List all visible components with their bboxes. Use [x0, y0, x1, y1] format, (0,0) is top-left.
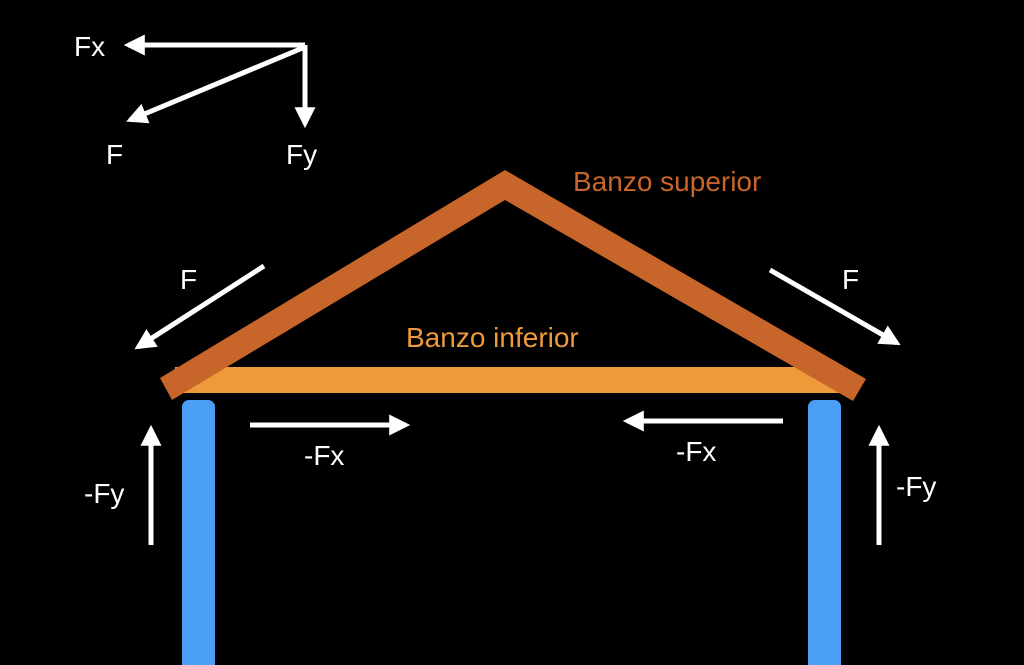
f-right-arrow [768, 267, 901, 346]
upper-chord [160, 170, 866, 401]
f-right-label: F [842, 264, 859, 295]
right-column [808, 400, 841, 665]
neg-fy-right-label: -Fy [896, 471, 936, 502]
neg-fx-right-label: -Fx [676, 436, 716, 467]
f-left-arrow [134, 263, 266, 350]
f-label: F [106, 139, 123, 170]
neg-fx-left-label: -Fx [304, 440, 344, 471]
banzo-superior-label: Banzo superior [573, 166, 761, 197]
neg-fy-left-label: -Fy [84, 478, 124, 509]
banzo-inferior-label: Banzo inferior [406, 322, 579, 353]
fx-label: Fx [74, 31, 105, 62]
lower-chord [175, 367, 845, 393]
force-decomposition: Fx F Fy [74, 31, 317, 170]
fy-label: Fy [286, 139, 317, 170]
f-left-label: F [180, 264, 197, 295]
left-column [182, 400, 215, 665]
f-arrow [126, 44, 306, 124]
